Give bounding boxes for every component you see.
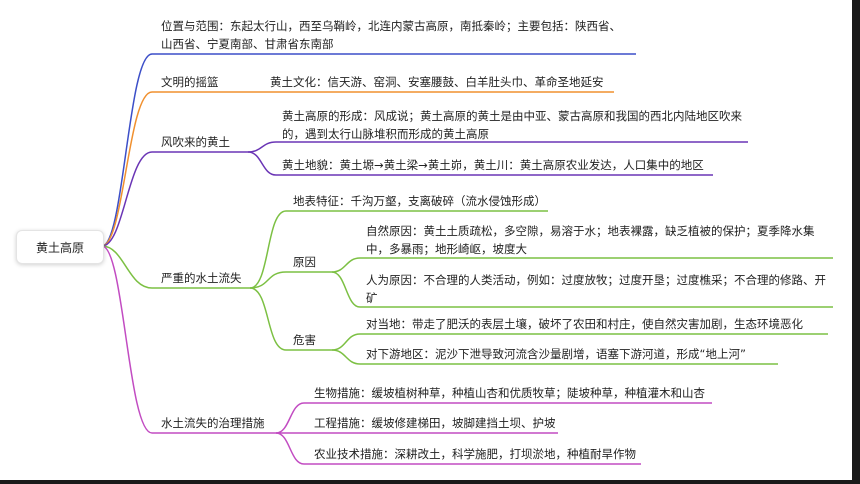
connector-b4-surface <box>249 210 287 289</box>
node-agri-measures[interactable]: 农业技术措施：深耕改土，科学施肥，打坝淤地，种植耐旱作物 <box>314 447 636 461</box>
connector-b5-agri <box>275 432 305 465</box>
connector-b4-harm1 <box>331 333 361 351</box>
connector-b2 <box>101 91 153 247</box>
node-engineering-measures[interactable]: 工程措施：缓坡修建梯田，坡脚建挡土坝、护坡 <box>314 416 556 430</box>
node-location-line1[interactable]: 位置与范围：东起太行山，西至乌鞘岭，北连内蒙古高原，南抵秦岭；主要包括：陕西省、 <box>161 19 621 33</box>
connector-b4-cause <box>249 271 287 289</box>
connector-b3 <box>101 151 153 247</box>
connector-b1 <box>101 53 153 247</box>
connector-b4-harm2 <box>331 349 361 365</box>
connector-b4 <box>101 245 153 289</box>
node-landforms[interactable]: 黄土地貌：黄土塬→黄土梁→黄土峁，黄土川：黄土高原农业发达，人口集中的地区 <box>282 158 704 172</box>
node-causes[interactable]: 原因 <box>293 255 316 269</box>
node-harms[interactable]: 危害 <box>293 333 316 347</box>
node-harm-local[interactable]: 对当地：带走了肥沃的表层土壤，破坏了农田和村庄，使自然灾害加剧，生态环境恶化 <box>366 317 803 331</box>
node-bio-measures[interactable]: 生物措施：缓坡植树种草，种植山杏和优质牧草；陡坡种草，种植灌木和山杏 <box>314 386 705 400</box>
node-human-causes[interactable]: 人为原因：不合理的人类活动，例如：过度放牧；过度开垦；过度樵采；不合理的修路、开… <box>366 273 826 305</box>
connector-b3-c2 <box>247 151 277 176</box>
connector-b4-harm <box>249 287 287 351</box>
node-loess-culture[interactable]: 黄土文化：信天游、窑洞、安塞腰鼓、白羊肚头巾、革命圣地延安 <box>270 75 604 89</box>
node-formation[interactable]: 黄土高原的形成：风成说；黄土高原的黄土是由中亚、蒙古高原和我国的西北内陆地区吹来… <box>282 109 742 141</box>
connector-b4-natural <box>331 257 361 273</box>
window-edge-right <box>852 0 860 484</box>
node-natural-causes[interactable]: 自然原因：黄土土质疏松，多空隙，易溶于水；地表裸露，缺乏植被的保护；夏季降水集中… <box>366 224 815 256</box>
node-harm-downstream[interactable]: 对下游地区：泥沙下泄导致河流含沙量剧增，语塞下游河道，形成“地上河” <box>366 347 746 361</box>
connector-b3-c1 <box>247 141 277 153</box>
node-civilization[interactable]: 文明的摇篮 <box>161 75 219 89</box>
node-surface-features[interactable]: 地表特征：千沟万壑，支离破碎（流水侵蚀形成） <box>293 194 546 208</box>
node-location-line2[interactable]: 山西省、宁夏南部、甘肃省东南部 <box>161 37 334 51</box>
connector-b5 <box>101 245 153 434</box>
node-wind-loess[interactable]: 风吹来的黄土 <box>161 135 230 149</box>
root-node[interactable]: 黄土高原 <box>16 230 104 264</box>
connector-b4-human <box>331 271 361 308</box>
connector-b5-bio <box>275 402 305 434</box>
node-erosion-control[interactable]: 水土流失的治理措施 <box>161 416 265 430</box>
window-edge-bottom <box>0 480 860 484</box>
node-soil-erosion[interactable]: 严重的水土流失 <box>161 271 242 285</box>
